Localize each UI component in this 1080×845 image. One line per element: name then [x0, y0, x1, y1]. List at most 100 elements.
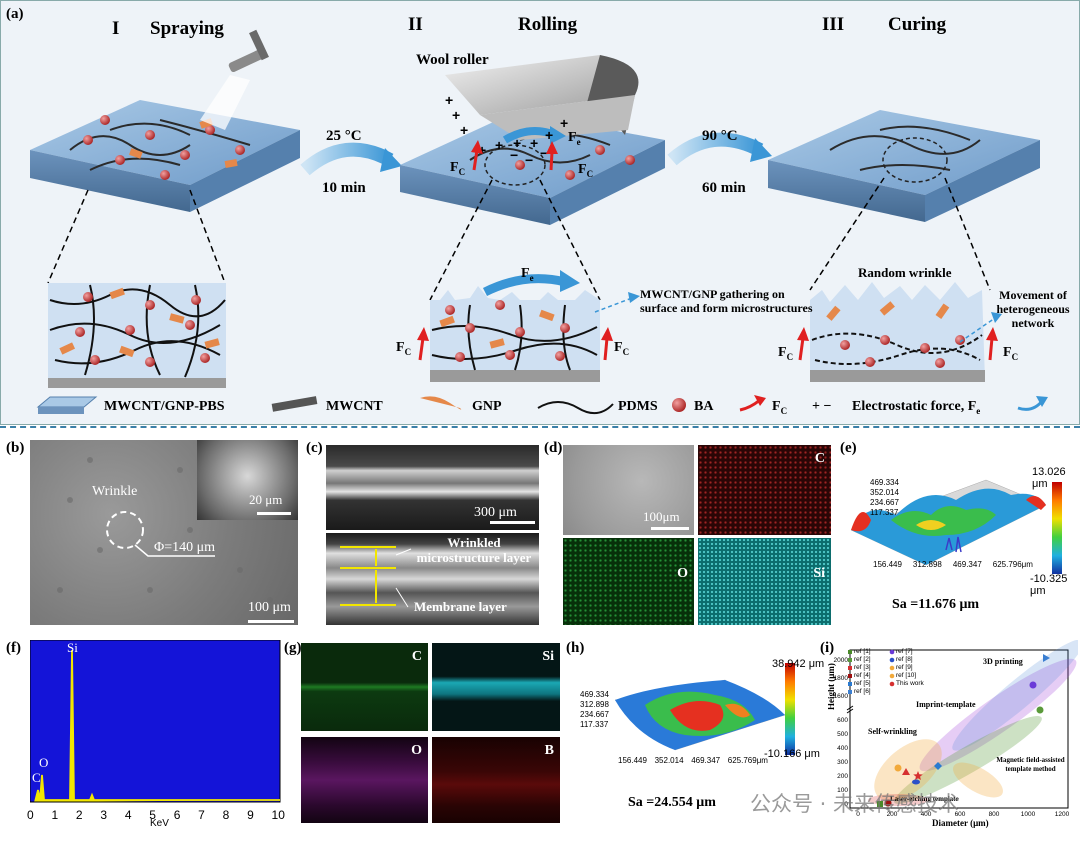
i-data-point [884, 799, 892, 807]
svg-text:+: + [445, 92, 453, 108]
legend-electro: Electrostatic force, Fe [852, 399, 981, 416]
legend-mwcnt: MWCNT [326, 399, 383, 414]
fe-label-1: Fe [568, 130, 581, 147]
i-xlabel: Diameter (μm) [932, 818, 989, 828]
i-x-tick: 800 [989, 811, 1000, 818]
map-d-si: Si [698, 538, 831, 625]
panel-c-label: (c) [306, 440, 323, 456]
fe-label-2: Fe [521, 266, 534, 283]
step1-num: I [112, 18, 120, 39]
i-data-point [1029, 681, 1037, 689]
movement-note: Movement of heterogeneous network [996, 288, 1070, 330]
section-divider [0, 426, 1080, 428]
svg-text:+: + [513, 135, 521, 151]
i-legend-marker [848, 682, 852, 686]
i-y-tick: 0 [844, 801, 848, 808]
peak-o: O [39, 755, 49, 770]
i-legend-marker [889, 657, 895, 663]
i-axis-break [846, 708, 854, 714]
region-imprint [919, 658, 1077, 772]
scale-label-c: 300 μm [474, 505, 517, 520]
panel-e-label: (e) [840, 440, 857, 456]
i-y-tick: 400 [837, 745, 848, 752]
step3-title: Curing [888, 14, 947, 35]
spray-gun-icon [200, 29, 269, 130]
svg-text:+: + [460, 122, 468, 138]
zoom-curing [797, 282, 1002, 382]
map-d-c: C [698, 445, 831, 535]
i-data-point [934, 762, 942, 770]
inset-scale-label: 20 μm [249, 492, 283, 507]
region-magnetic [894, 716, 1042, 804]
panel-d-sem: 100μm [563, 445, 694, 535]
panel-f-eds-spectrum: C O Si [30, 640, 282, 810]
i-data-point [913, 771, 923, 781]
fc-label-1: FC [450, 160, 466, 177]
i-plot-frame [849, 649, 1069, 809]
region-label-laser: Laser-etching template [890, 795, 959, 803]
i-legend-marker [889, 673, 895, 679]
fc-label-3: FC [396, 340, 412, 357]
legend-icons [36, 395, 1048, 415]
phi-label: Φ=140 μm [154, 540, 216, 555]
roller-label: Wool roller [416, 52, 489, 68]
watermark: 公众号 · 未来传感技术 [750, 792, 960, 816]
i-y-tick: 1800 [834, 675, 849, 682]
i-y-tick: 100 [837, 787, 848, 794]
membrane-layer-label: Membrane layer [414, 599, 507, 614]
fc-label-5: FC [778, 345, 794, 362]
legend-ba: BA [694, 399, 714, 414]
step2-num: II [408, 14, 423, 35]
colorbar-h [785, 663, 795, 755]
i-data-point [1036, 706, 1044, 714]
peak-si: Si [67, 640, 78, 655]
i-legend-marker [848, 690, 852, 694]
svg-text:+: + [495, 137, 503, 153]
i-data-point [1043, 654, 1050, 662]
i-y-tick: 1600 [834, 693, 849, 700]
panel-f-label: (f) [6, 640, 21, 656]
region-3d-printing [952, 640, 1078, 751]
svg-text:+: + [478, 142, 486, 158]
zoom-spraying [48, 283, 226, 388]
arrow2-temp: 90 °C [702, 128, 738, 144]
panel-h-3d-surface [575, 655, 820, 775]
panel-b-label: (b) [6, 440, 25, 456]
map-g-o: O [301, 737, 428, 823]
i-axis-break [846, 705, 854, 711]
arrow2-time: 60 min [702, 180, 746, 196]
i-x-tick: 1200 [1055, 811, 1070, 818]
e-sa-value: Sa =11.676 μm [892, 597, 980, 612]
i-legend-marker [889, 649, 895, 655]
region-label-imprint: Imprint-template [916, 700, 976, 709]
i-x-tick: 0 [856, 811, 860, 818]
i-y-tick: 600 [837, 717, 848, 724]
i-legend-col1: ref [1]ref [2]ref [3]ref [4]ref [5]ref [… [854, 648, 871, 695]
slab-spraying [30, 100, 300, 212]
i-x-tick: 600 [955, 811, 966, 818]
wool-roller-icon [445, 55, 639, 140]
zoom-rolling [417, 270, 640, 382]
svg-text:+: + [452, 107, 460, 123]
colorbar-e [1052, 482, 1062, 574]
panel-h-label: (h) [566, 640, 585, 656]
legend-composite: MWCNT/GNP-PBS [104, 399, 225, 414]
svg-text:+: + [545, 127, 553, 143]
region-self-wrinkling [874, 739, 942, 801]
arrow1-temp: 25 °C [326, 128, 362, 144]
legend-fc: FC [772, 399, 788, 416]
wrinkled-layer-label: Wrinkled microstructure layer [416, 535, 532, 565]
step1-title: Spraying [150, 18, 224, 39]
panel-e-3d-surface [836, 460, 1076, 590]
panel-c-cross-section-top: 300 μm [326, 445, 539, 530]
i-data-point [912, 779, 920, 785]
legend-gnp: GNP [472, 399, 502, 414]
scale-label-b: 100 μm [248, 600, 291, 615]
arrow1-time: 10 min [322, 180, 366, 196]
